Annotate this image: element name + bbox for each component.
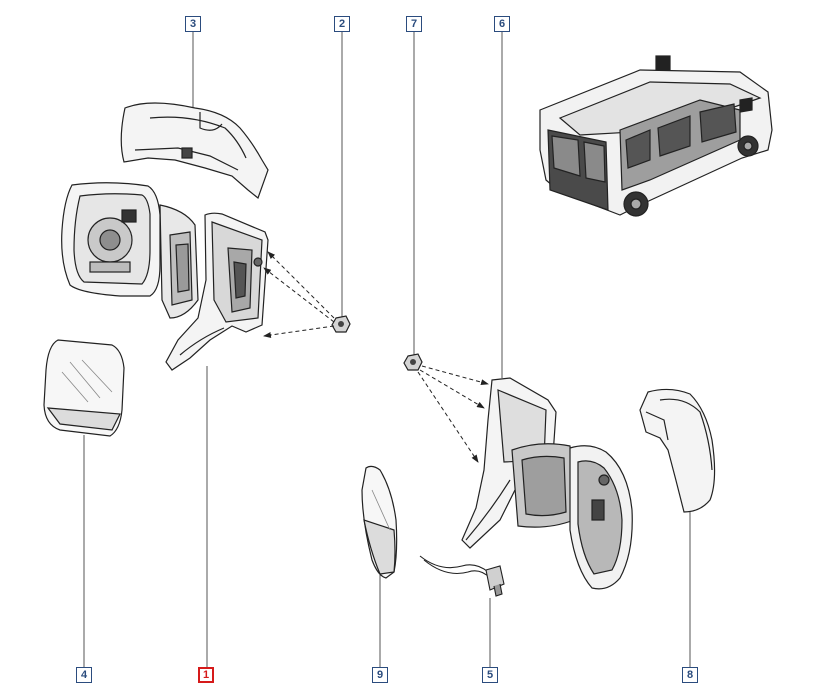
leader-lines <box>83 32 691 667</box>
part-9-mirror-glass <box>361 465 398 579</box>
callout-2[interactable]: 2 <box>334 16 350 32</box>
part-mirror-housing-right <box>511 443 633 590</box>
part-1-mirror-base <box>165 212 269 371</box>
callout-6[interactable]: 6 <box>494 16 510 32</box>
part-6-mirror-base <box>461 377 557 549</box>
callout-8[interactable]: 8 <box>682 667 698 683</box>
van-illustration <box>539 55 773 217</box>
callout-7[interactable]: 7 <box>406 16 422 32</box>
callout-1-highlighted[interactable]: 1 <box>198 667 214 683</box>
part-5-wiring <box>419 555 505 597</box>
callout-9[interactable]: 9 <box>372 667 388 683</box>
part-3-cover <box>120 102 269 199</box>
callout-4[interactable]: 4 <box>76 667 92 683</box>
part-mirror-housing-left <box>61 182 199 319</box>
part-8-cover <box>639 388 716 513</box>
part-7-nut <box>403 353 489 463</box>
callout-3[interactable]: 3 <box>185 16 201 32</box>
part-2-nut <box>263 251 351 338</box>
callout-5[interactable]: 5 <box>482 667 498 683</box>
part-4-mirror-glass <box>43 339 125 437</box>
